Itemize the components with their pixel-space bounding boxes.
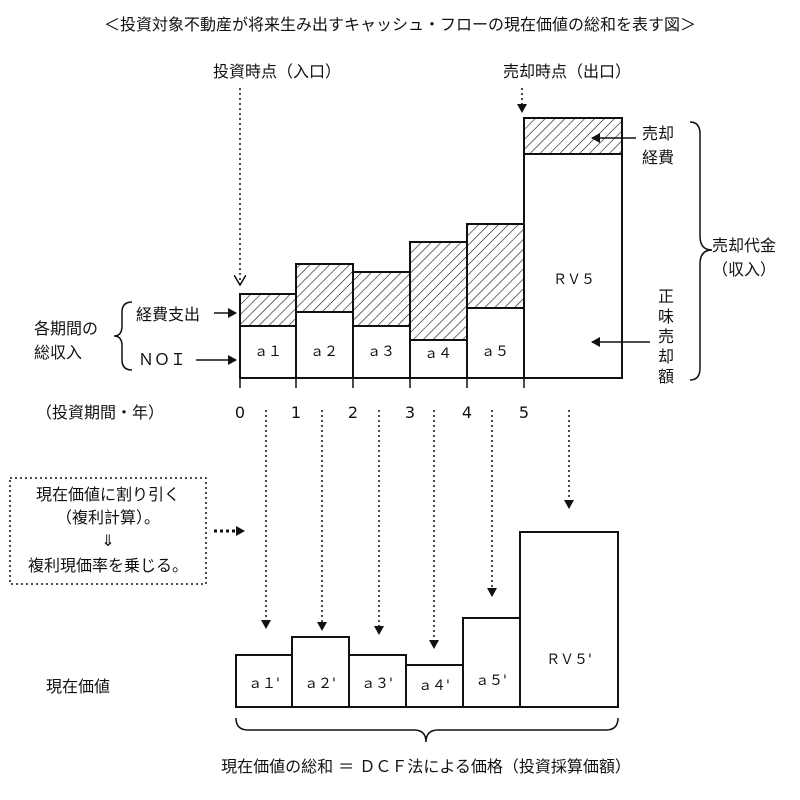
net-sale-char-3: 売 [658,327,674,346]
noi-label-1: ａ１ [254,344,282,360]
note-line-1: 現在価値に割り引く [36,485,180,504]
net-sale-char-2: 味 [658,307,674,326]
bottom-formula: 現在価値の総和 ＝ ＤＣＦ法による価格（投資採算価額） [221,757,631,776]
note-arrow: ⇓ [101,531,114,550]
net-sale-box [523,153,623,379]
pv-label-2: ａ２' [304,676,336,692]
selling-expense-label-2: 経費 [642,148,674,167]
sale-price-label-1: 売却代金 [712,236,776,255]
discount-note-box [9,477,207,585]
tick-label-2: 2 [348,403,358,422]
expense-block-4 [409,241,468,341]
selling-expense-label-1: 売却 [642,124,674,143]
expense-block-1 [239,293,297,327]
tick-label-5: 5 [519,403,529,422]
pv-box-5 [462,617,521,708]
tick-label-0: 0 [235,403,245,422]
net-sale-char-5: 額 [658,367,674,386]
noi-box-1 [239,325,297,379]
tick-label-3: 3 [405,403,415,422]
pv-rv-box [519,531,619,708]
income-brace [113,301,133,371]
sale-price-label-2: （収入） [712,260,776,279]
note-line-3: 複利現価率を乗じる。 [28,556,188,575]
noi-label-4: ａ４ [424,346,452,362]
pv-box-4 [405,664,464,708]
pv-label-1: ａ１' [248,676,280,692]
income-label-1: 各期間の [34,319,98,338]
pv-sum-brace [235,717,619,743]
expense-block-2 [295,263,354,313]
tick-label-4: 4 [462,403,472,422]
noi-box-5 [466,307,525,379]
pv-rv-label: ＲＶ５' [546,652,592,668]
expense-block-3 [352,271,411,327]
net-sale-char-4: 却 [658,347,674,366]
net-sale-char-1: 正 [658,287,674,306]
pv-box-1 [235,654,293,708]
selling-expense-block [523,117,623,155]
pv-label: 現在価値 [46,677,110,696]
entry-label: 投資時点（入口） [213,62,341,81]
noi-label: ＮＯＩ [138,350,186,369]
noi-box-4 [409,339,468,379]
noi-label-3: ａ３ [367,344,395,360]
expense-label: 経費支出 [136,305,200,324]
pv-label-3: ａ３' [361,676,393,692]
noi-label-2: ａ２ [310,344,338,360]
income-label-2: 総収入 [34,343,82,362]
sale-price-brace [689,121,713,381]
noi-label-5: ａ５ [481,344,509,360]
pv-box-2 [291,636,350,708]
diagram-title: ＜投資対象不動産が将来生み出すキャッシュ・フローの現在価値の総和を表す図＞ [104,15,696,34]
pv-label-5: ａ５' [475,673,507,689]
tick-label-1: 1 [291,403,301,422]
pv-box-3 [348,654,407,708]
note-line-2: （複利計算）。 [56,508,160,527]
period-label: （投資期間・年） [36,403,164,422]
pv-label-4: ａ４' [418,678,450,694]
exit-label: 売却時点（出口） [503,62,631,81]
rv-label: ＲＶ５ [553,272,595,288]
expense-block-5 [466,223,525,309]
